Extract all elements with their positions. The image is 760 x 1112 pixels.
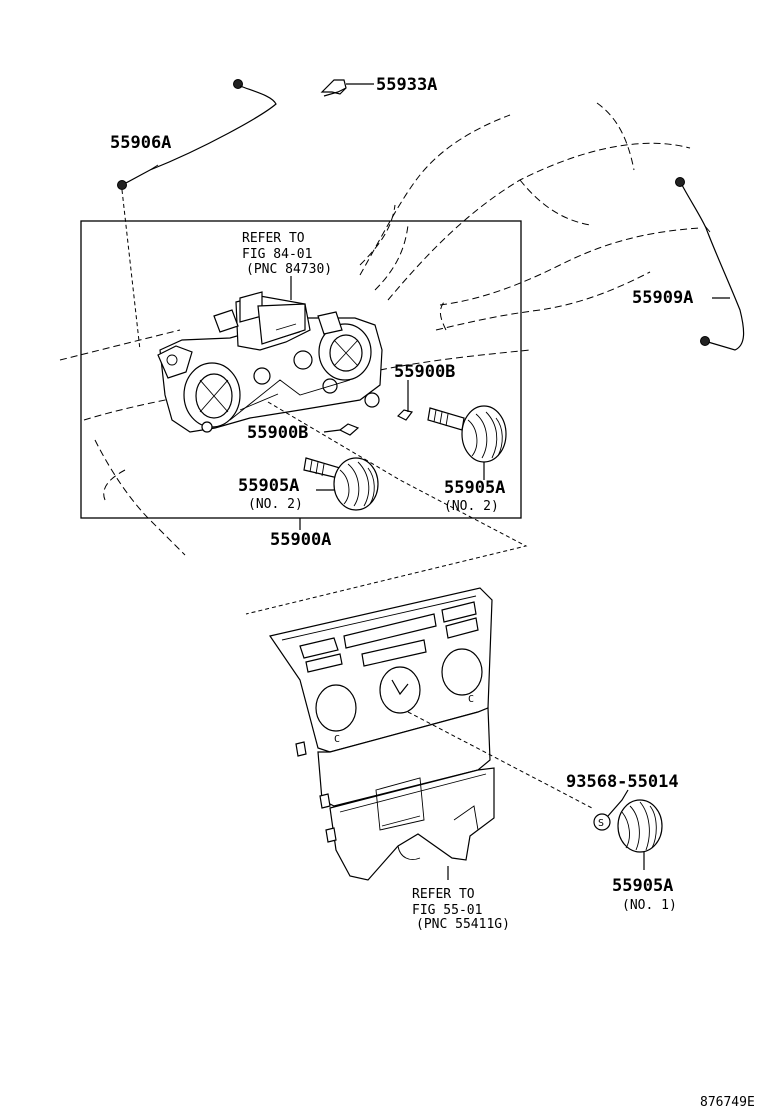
ref2-line1: REFER TO: [412, 887, 475, 902]
label-55933a: 55933A: [376, 75, 437, 95]
c-mark-left: C: [334, 734, 340, 745]
heater-control-assembly: [157, 276, 383, 433]
knob-55905a-right: [427, 405, 507, 480]
label-55905a-right-sub: (NO. 2): [444, 499, 499, 514]
label-55905a-left: 55905A: [238, 476, 299, 496]
label-55906a: 55906A: [110, 133, 171, 153]
ref1-line1: REFER TO: [242, 231, 305, 246]
ref2-line3: (PNC 55411G): [416, 917, 510, 932]
leader-dashed-assembly: [245, 401, 528, 615]
ref1-line3: (PNC 84730): [246, 262, 332, 277]
washer-93568-55014: [593, 789, 629, 831]
label-55905a-left-sub: (NO. 2): [248, 497, 303, 512]
label-93568-55014: 93568-55014: [566, 772, 679, 792]
clip-55933a: [320, 79, 374, 97]
label-55900b-right: 55900B: [394, 362, 455, 382]
knob-55905a-bottom: [617, 799, 663, 870]
ref1-line2: FIG 84-01: [242, 247, 312, 262]
label-55905a-bottom: 55905A: [612, 876, 673, 896]
control-cable-55906a: [117, 79, 277, 351]
assembly-frame: [80, 220, 522, 519]
dashboard-outline: [59, 102, 701, 556]
label-55900a: 55900A: [270, 530, 331, 550]
label-55909a: 55909A: [632, 288, 693, 308]
s-symbol: S: [598, 818, 604, 829]
center-cluster-panel: [269, 587, 495, 881]
label-55900b-left: 55900B: [247, 423, 308, 443]
figure-id: 876749E: [700, 1095, 755, 1110]
c-mark-right: C: [468, 694, 474, 705]
control-cable-55909a: [675, 177, 745, 351]
knob-55905a-left: [303, 457, 379, 511]
pin-55900b-left: [323, 423, 360, 436]
label-55905a-right: 55905A: [444, 478, 505, 498]
ref2-line2: FIG 55-01: [412, 903, 482, 918]
label-55905a-bottom-sub: (NO. 1): [622, 898, 677, 913]
pin-55900b-right: [396, 380, 414, 421]
